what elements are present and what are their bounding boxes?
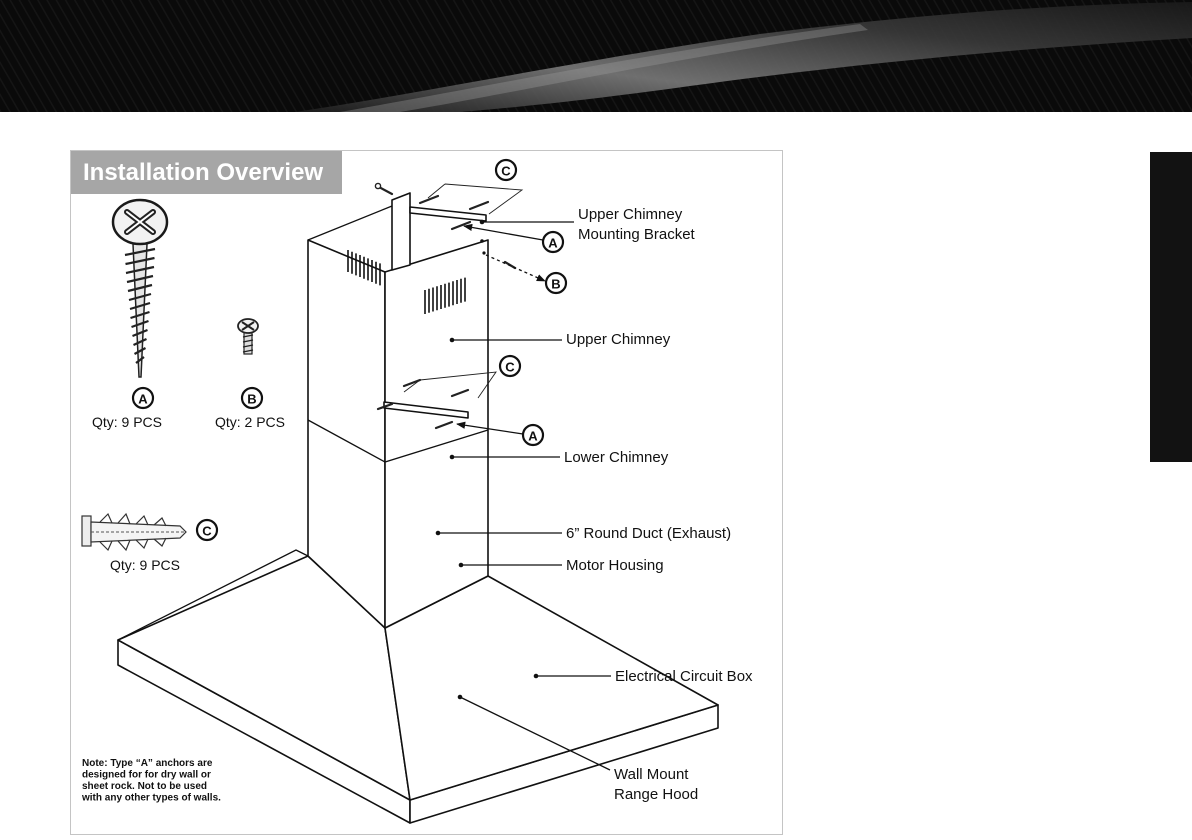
- header-swoosh-highlight: [340, 24, 868, 112]
- marker-c: C: [195, 518, 219, 542]
- chimney-inner-panel: [391, 192, 411, 271]
- chimney-top-back-edge: [307, 205, 393, 241]
- callout-label: Upper Chimney: [578, 206, 683, 223]
- marker-a-letter: A: [138, 392, 148, 407]
- callout-lower-chimney: Lower Chimney: [449, 449, 669, 466]
- upper-bracket-assembly: [374, 182, 524, 270]
- note-line: with any other types of walls.: [81, 793, 221, 804]
- callout-motor-housing: Motor Housing: [458, 557, 664, 574]
- wood-screw-icon: [111, 198, 169, 378]
- mount-hole: [480, 239, 484, 243]
- header-swoosh: [295, 2, 1192, 112]
- wall-anchor-icon: [81, 512, 187, 552]
- diagram-marker-top-b: B: [544, 271, 568, 295]
- qty-b: Qty: 2 PCS: [215, 414, 285, 430]
- callout-label: Range Hood: [614, 786, 698, 803]
- marker-b-letter: B: [247, 392, 256, 407]
- screw-top-left: [377, 185, 394, 196]
- screw-b-threads: [242, 334, 254, 353]
- note-line: sheet rock. Not to be used: [82, 781, 207, 792]
- qty-a: Qty: 9 PCS: [92, 414, 162, 430]
- chimney-seam: [307, 419, 489, 463]
- callout-label: Upper Chimney: [566, 331, 671, 348]
- note-line: Note: Type “A” anchors are: [82, 758, 213, 769]
- marker-letter: A: [528, 429, 538, 444]
- callout-circuit-box: Electrical Circuit Box: [533, 668, 753, 685]
- marker-c-letter: C: [202, 524, 212, 539]
- page-header-band: [0, 0, 1192, 112]
- marker-letter: C: [501, 164, 511, 179]
- bracket-screws: [418, 194, 490, 231]
- chapter-tab: [1150, 152, 1192, 462]
- mid-anchor-guide-lines: [403, 371, 497, 399]
- callout-label: Mounting Bracket: [578, 226, 696, 243]
- qty-c: Qty: 9 PCS: [110, 557, 180, 573]
- machine-screw-icon: [237, 318, 259, 355]
- section-title: Installation Overview: [71, 151, 342, 194]
- arrow-mid-a: [456, 421, 524, 435]
- marker-a: A: [131, 386, 155, 410]
- mount-hole: [482, 251, 486, 255]
- marker-letter: B: [551, 277, 560, 292]
- callout-label: Lower Chimney: [564, 449, 669, 466]
- arrow-top-b: [485, 254, 546, 282]
- anchor-fins-top: [99, 512, 167, 527]
- vent-right: [424, 277, 466, 314]
- callout-round-duct: 6” Round Duct (Exhaust): [435, 525, 731, 542]
- anchor-note: Note: Type “A” anchors are designed for …: [81, 758, 221, 804]
- screw-a-shank: [132, 243, 148, 378]
- diagram-marker-mid-a: A: [521, 423, 545, 447]
- callout-mounting-bracket: Upper Chimney Mounting Bracket: [479, 206, 696, 243]
- range-hood-drawing: [117, 192, 719, 824]
- upper-mounting-bracket: [409, 206, 487, 222]
- screw-head: [374, 182, 382, 190]
- callout-upper-chimney: Upper Chimney: [449, 331, 671, 348]
- diagram-marker-top-c: C: [494, 158, 518, 182]
- diagram-marker-mid-c: C: [498, 354, 522, 378]
- screw-b-slot: [241, 321, 255, 331]
- arrow-top-a: [463, 223, 544, 241]
- callout-range-hood: Wall Mount Range Hood: [457, 694, 698, 803]
- chimney-right-face: [384, 239, 489, 629]
- callout-label: 6” Round Duct (Exhaust): [566, 525, 731, 542]
- anchor-guide-lines: [427, 183, 524, 215]
- callout-label: Electrical Circuit Box: [615, 668, 753, 685]
- mid-bracket-screws: [376, 378, 470, 430]
- callout-label: Motor Housing: [566, 557, 664, 574]
- screw-a-slot-highlight: [126, 211, 154, 233]
- callout-label: Wall Mount: [614, 766, 689, 783]
- marker-letter: C: [505, 360, 515, 375]
- diagram-marker-top-a: A: [541, 230, 565, 254]
- note-line: designed for for dry wall or: [82, 770, 211, 781]
- marker-letter: A: [548, 236, 558, 251]
- vent-left: [347, 250, 381, 286]
- hood-back-edge: [117, 549, 309, 641]
- anchor-fins-bottom: [99, 537, 167, 552]
- screw-a-threads: [124, 247, 156, 364]
- marker-b: B: [240, 386, 264, 410]
- mid-bracket-assembly: [376, 371, 497, 430]
- anchor-flange: [81, 515, 92, 547]
